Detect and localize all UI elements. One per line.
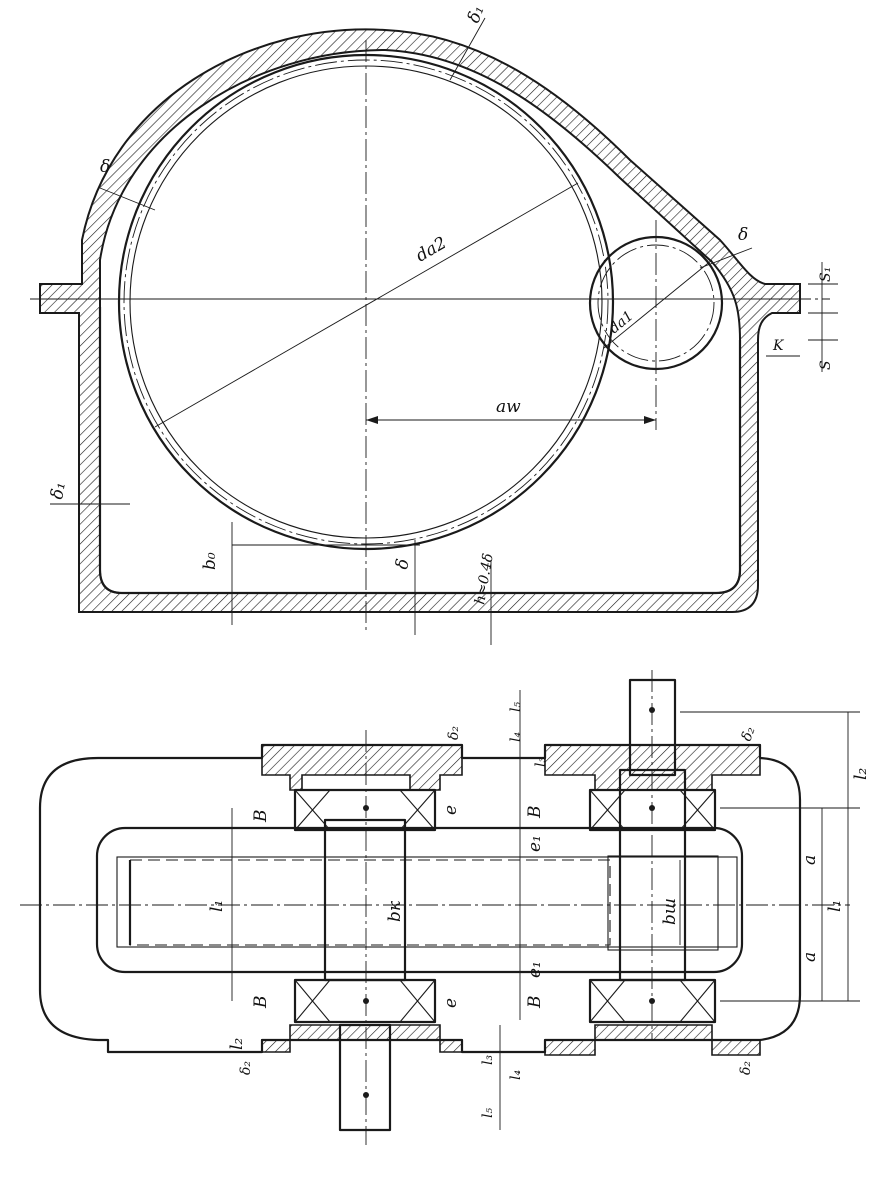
label-delta1-left: δ₁ <box>47 481 70 501</box>
label-l2-right: l₂ <box>851 768 871 780</box>
label-l2-left: l₂ <box>227 1038 247 1050</box>
label-delta1-top: δ₁ <box>464 3 489 26</box>
label-k: K <box>772 338 785 354</box>
label-b-bottom-right: B <box>525 996 545 1010</box>
label-e1-top: e₁ <box>525 835 545 852</box>
label-l3-top: l₃ <box>533 757 549 767</box>
label-delta-arc-right: δ <box>738 225 748 245</box>
housing-plan-view: δ₂ δ₂ δ₂ δ₂ B B B B e e e₁ e₁ l₁ l₁ l₂ l… <box>20 670 871 1145</box>
label-delta2-bottom-left: δ₂ <box>238 1061 254 1075</box>
label-e-bottom-left: e <box>441 998 461 1008</box>
label-a-top: a <box>800 855 820 865</box>
label-l4-top: l₄ <box>508 732 524 742</box>
label-delta2-top-right: δ₂ <box>739 724 759 743</box>
label-b-top-left: B <box>251 810 271 824</box>
label-a-bottom: a <box>800 952 820 962</box>
label-l5-top: l₅ <box>508 702 524 712</box>
label-l1-right: l₁ <box>825 900 845 912</box>
label-aw: aw <box>496 397 521 417</box>
label-delta2-bottom-right: δ₂ <box>738 1061 754 1075</box>
label-b-top-right: B <box>525 806 545 820</box>
label-e1-bottom: e₁ <box>525 961 545 978</box>
housing-wall-section <box>39 28 801 613</box>
label-b-bottom-left: B <box>251 996 271 1010</box>
label-delta-arc-left: δ <box>100 157 110 177</box>
label-delta-bottom: δ <box>392 557 413 571</box>
label-s1: S₁ <box>818 267 834 282</box>
label-l3-bottom: l₃ <box>480 1055 496 1065</box>
label-s: S <box>818 360 834 370</box>
pinion-pitch-circle <box>597 244 715 362</box>
label-bk: bк <box>385 900 405 922</box>
label-l4-bottom: l₄ <box>508 1070 524 1080</box>
label-da2: dа2 <box>413 233 451 266</box>
label-b0: b₀ <box>200 552 220 570</box>
label-l5-bottom: l₅ <box>480 1108 496 1118</box>
label-e-top-left: e <box>441 805 461 815</box>
label-l1-left: l₁ <box>207 900 227 912</box>
housing-front-view: δ₁ δ δ dа2 dа1 aw S₁ S K δ₁ b₀ δ h≈0.4δ <box>30 3 838 645</box>
wheel-root-circle <box>129 65 603 539</box>
label-delta2-top-left: δ₂ <box>446 726 462 740</box>
label-bsh: bш <box>660 898 680 925</box>
